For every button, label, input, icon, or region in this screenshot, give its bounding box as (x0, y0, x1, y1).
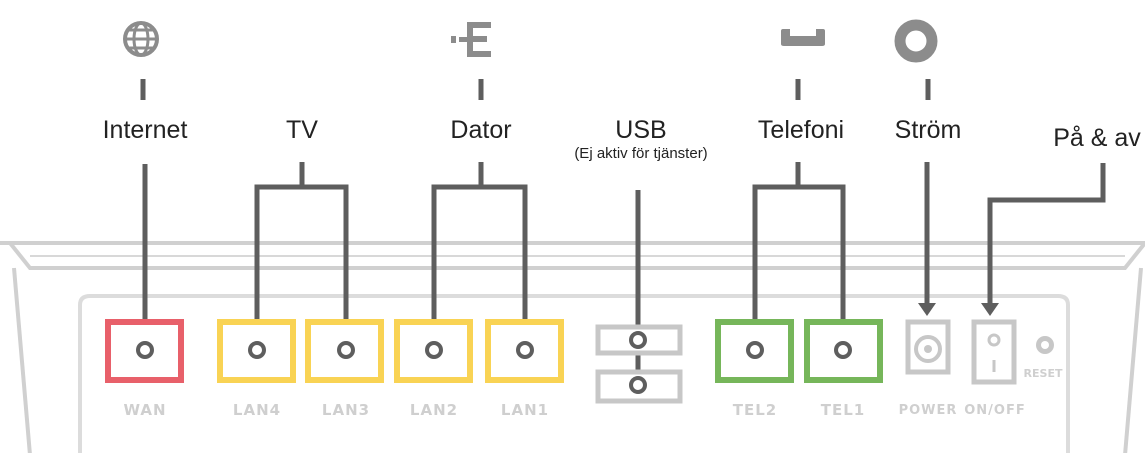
power-port-label: POWER (898, 403, 958, 418)
tel2-port-label: TEL2 (732, 401, 778, 419)
dator-label: Dator (450, 116, 512, 144)
onoff-port-label: ON/OFF (964, 403, 1026, 418)
icon-stubs (140, 79, 931, 100)
router-back-panel (78, 294, 1070, 455)
globe-icon (123, 21, 159, 57)
usb-label: USB (615, 116, 667, 144)
usb-note-label: (Ej aktiv för tjänster) (574, 145, 708, 162)
router-lid-edge (8, 241, 1145, 270)
tel1-port-label: TEL1 (820, 401, 866, 419)
pa-av-label: På & av (1053, 124, 1141, 152)
tel1-port (804, 319, 883, 383)
router-left-side (12, 267, 32, 456)
strom-arrow (918, 303, 936, 316)
power-ring-icon (894, 19, 938, 63)
reset-label: RESET (1023, 367, 1063, 380)
lan1-port-label: LAN1 (500, 401, 550, 419)
router-body (0, 241, 1145, 456)
pa-av-arrow (981, 303, 999, 316)
tv-line (254, 162, 349, 350)
reset-button (1036, 336, 1054, 354)
ports (105, 319, 1054, 404)
arrow-heads (918, 303, 999, 316)
connector-lines (142, 162, 1106, 385)
ethernet-plug-icon (451, 22, 491, 57)
on-off-switch (971, 319, 1017, 385)
power-socket (905, 319, 951, 375)
wan-port (105, 319, 184, 383)
lan4-port-label: LAN4 (232, 401, 282, 419)
lan2-port-label: LAN2 (409, 401, 459, 419)
internet-label: Internet (102, 116, 188, 144)
telefoni-label: Telefoni (757, 116, 845, 144)
pa-av-line (987, 163, 1106, 305)
tv-label: TV (286, 116, 318, 144)
phone-handset-icon (781, 29, 825, 46)
line-terminals (136, 331, 852, 394)
telefoni-line (752, 162, 846, 350)
router-right-side (1123, 267, 1143, 456)
dator-line (431, 162, 528, 350)
strom-label: Ström (894, 116, 962, 144)
wan-port-label: WAN (123, 401, 167, 419)
lan3-port-label: LAN3 (321, 401, 371, 419)
